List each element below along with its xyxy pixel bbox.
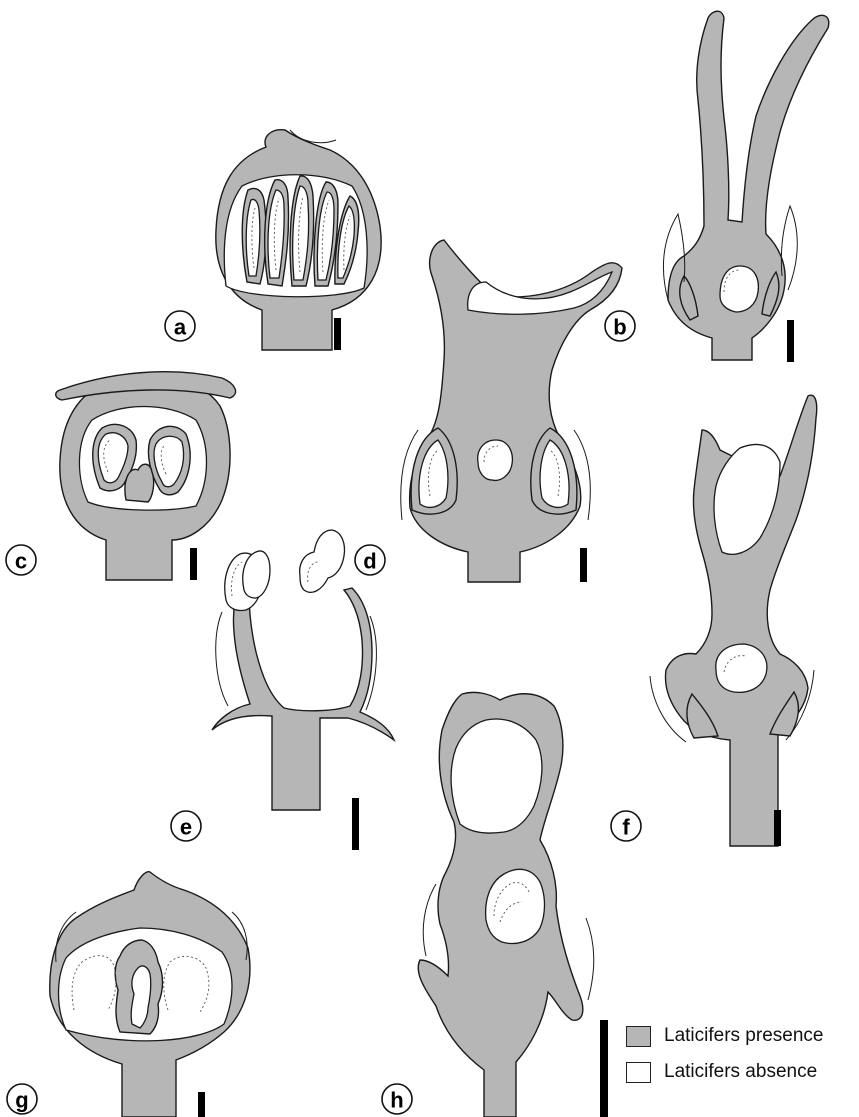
legend-label-presence: Laticifers presence [664, 1025, 823, 1047]
scale-bar-h [600, 1020, 608, 1117]
panel-label-c: c [6, 545, 36, 575]
panel-label-c-text: c [15, 549, 27, 574]
panel-c-drawing [56, 372, 236, 580]
scale-bar-a [334, 318, 341, 350]
panel-label-f: f [611, 811, 641, 841]
panel-label-e: e [171, 811, 201, 841]
scale-bar-f [774, 810, 781, 846]
panel-b-drawing [663, 11, 828, 360]
panel-f-drawing [650, 395, 817, 846]
panel-label-b: b [605, 311, 635, 341]
panel-label-e-text: e [180, 815, 192, 840]
scale-bar-c [190, 548, 197, 580]
panel-label-a-text: a [174, 315, 187, 340]
scale-bar-b [787, 320, 794, 362]
legend-label-absence: Laticifers absence [664, 1061, 817, 1083]
panel-label-f-text: f [622, 815, 630, 840]
legend: Laticifers presence Laticifers absence [626, 1018, 858, 1090]
scale-bar-g [198, 1092, 205, 1117]
panel-label-d: d [355, 545, 385, 575]
legend-item-presence: Laticifers presence [626, 1018, 858, 1054]
panel-g-drawing [50, 872, 250, 1117]
legend-swatch-presence [626, 1026, 651, 1047]
panel-label-h: h [382, 1084, 412, 1114]
panel-d-drawing [401, 240, 622, 582]
panel-label-b-text: b [613, 315, 626, 340]
panel-label-h-text: h [390, 1088, 403, 1113]
panel-label-d-text: d [363, 549, 376, 574]
legend-item-absence: Laticifers absence [626, 1054, 858, 1090]
panel-label-a: a [165, 311, 195, 341]
panel-a-drawing [216, 130, 381, 350]
panel-h-drawing [418, 692, 594, 1117]
scale-bar-e [352, 798, 359, 850]
legend-swatch-absence [626, 1062, 651, 1083]
panel-label-g: g [7, 1084, 37, 1114]
panel-label-g-text: g [15, 1088, 28, 1113]
scale-bar-d [580, 548, 587, 582]
